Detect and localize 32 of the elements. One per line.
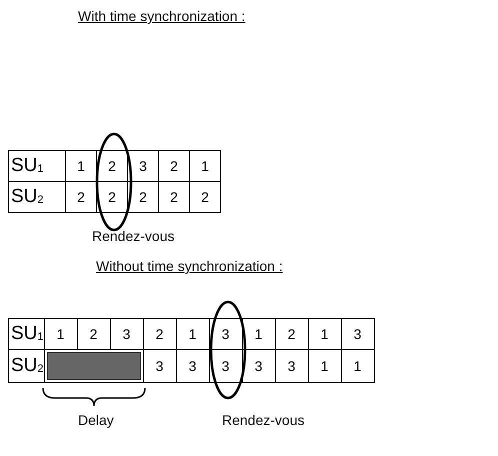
slot-number: 1 — [308, 350, 342, 382]
slot-number: 1 — [341, 350, 374, 382]
slot-number: 3 — [110, 318, 144, 350]
slot-number: 2 — [77, 318, 110, 350]
slot-number: 2 — [158, 150, 190, 182]
slot-number: 1 — [242, 318, 276, 350]
slot-number: 3 — [209, 318, 242, 350]
rendez-vous-caption: Rendez-vous — [92, 228, 174, 244]
slot-number: 2 — [96, 150, 128, 182]
delay-caption: Delay — [78, 412, 114, 428]
slot-number: 1 — [308, 318, 342, 350]
slot-number: 3 — [143, 350, 176, 382]
section-heading: Without time synchronization : — [96, 258, 283, 274]
slot-number: 1 — [44, 318, 78, 350]
slot-number: 2 — [190, 182, 220, 212]
slot-number: 3 — [128, 150, 158, 182]
slot-number: 3 — [209, 350, 242, 382]
slot-number: 1 — [176, 318, 210, 350]
delay-block — [46, 352, 141, 380]
slot-number: 3 — [341, 318, 374, 350]
slot-number: 1 — [66, 150, 96, 182]
slot-number: 2 — [143, 318, 176, 350]
slot-number: 2 — [96, 182, 128, 212]
slot-number: 2 — [128, 182, 158, 212]
rendez-vous-caption: Rendez-vous — [222, 412, 304, 428]
slot-number: 1 — [190, 150, 220, 182]
section-heading: With time synchronization : — [78, 8, 246, 24]
slot-number: 3 — [176, 350, 210, 382]
slot-number: 3 — [242, 350, 276, 382]
slot-number: 2 — [158, 182, 190, 212]
slot-number: 3 — [275, 350, 308, 382]
slot-number: 2 — [275, 318, 308, 350]
